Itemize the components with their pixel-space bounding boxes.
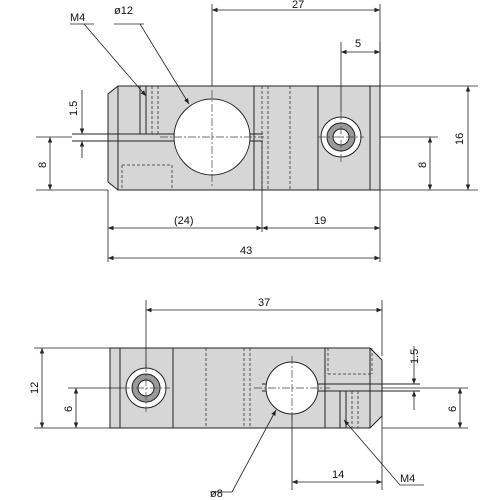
bore-12-label: ø12 (114, 5, 133, 17)
dim-19-label: 19 (314, 215, 326, 227)
dim-6-left-label: 6 (63, 406, 75, 412)
dim-43-label: 43 (240, 245, 252, 257)
dim-12-label: 12 (29, 382, 41, 394)
dim-8-right-label: 8 (417, 162, 429, 168)
dim-14-label: 14 (332, 469, 344, 481)
dim-27-label: 27 (292, 0, 304, 11)
bottom-view: 37 12 6 1.5 6 14 ø8 M4 (29, 297, 468, 500)
m4-label-top: M4 (70, 12, 85, 24)
bore-8-label: ø8 (210, 488, 223, 500)
dim-6-right-label: 6 (447, 406, 459, 412)
dim-16-label: 16 (454, 133, 466, 145)
dim-24-label: (24) (174, 215, 194, 227)
dim-1-5-right-label: 1.5 (409, 349, 421, 364)
dim-1-5-label: 1.5 (68, 101, 80, 116)
dim-8-left-label: 8 (37, 162, 49, 168)
dim-37-label: 37 (258, 297, 270, 309)
dim-5-label: 5 (355, 38, 361, 50)
top-view: 27 5 16 8 8 1.5 M4 ø12 (36, 0, 478, 262)
m4-label-bottom: M4 (400, 473, 415, 485)
